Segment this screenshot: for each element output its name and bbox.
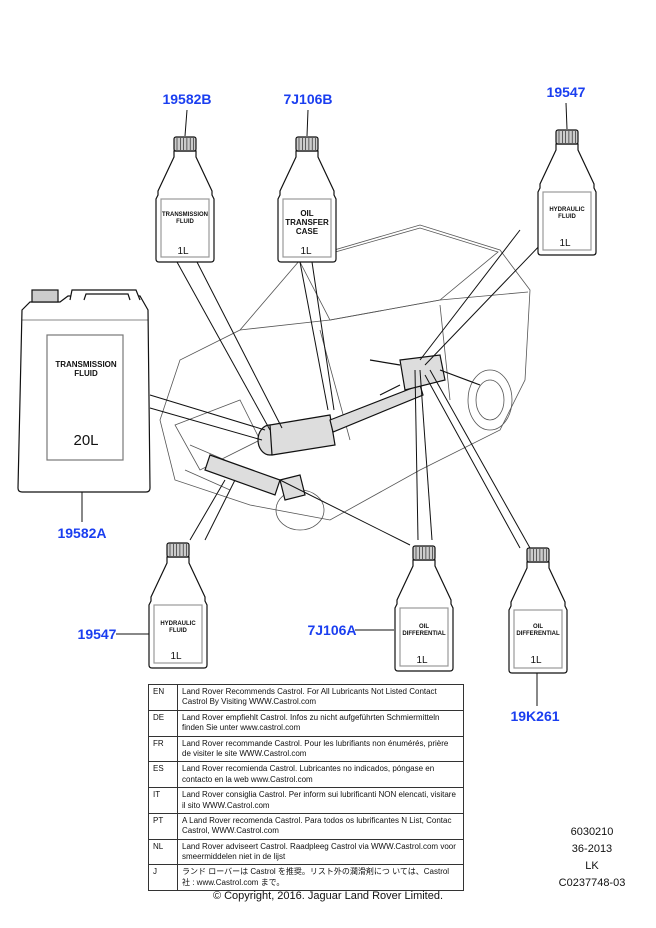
reference-id: C0237748-03 (558, 877, 626, 889)
part-number-7J106A[interactable]: 7J106A (307, 622, 357, 638)
note-text: Land Rover adviseert Castrol. Raadpleeg … (177, 838, 464, 866)
reference-initials: LK (585, 860, 599, 872)
bottle-volume: 1L (177, 246, 189, 257)
jug-19582A[interactable] (17, 289, 151, 493)
bottle-7J106B[interactable] (277, 136, 337, 263)
part-number-19K261[interactable]: 19K261 (510, 708, 560, 724)
part-number-19582A[interactable]: 19582A (57, 525, 107, 541)
vehicle-drawing (159, 224, 531, 531)
note-text: Land Rover consiglia Castrol. Per inform… (177, 787, 464, 814)
leader-lines (81, 102, 568, 706)
note-text: A Land Rover recomenda Castrol. Para tod… (177, 812, 464, 840)
note-language: FR (148, 735, 178, 763)
note-language: NL (148, 838, 178, 866)
note-language: DE (148, 709, 178, 737)
bottle-volume: 1L (416, 655, 428, 666)
jug-volume: 20L (73, 432, 99, 449)
note-text: Land Rover recomienda Castrol. Lubricant… (177, 761, 464, 789)
bottle-volume: 1L (300, 246, 312, 257)
reference-block: 6030210 36-2013 LK C0237748-03 (559, 824, 626, 892)
bottle-7J106A[interactable] (394, 545, 454, 672)
part-number-19547-bottom[interactable]: 19547 (77, 626, 117, 642)
part-number-7J106B[interactable]: 7J106B (283, 91, 333, 107)
bottle-volume: 1L (170, 651, 182, 662)
note-language: PT (148, 812, 178, 840)
reference-code: 6030210 (570, 826, 614, 838)
bottle-19582B[interactable] (155, 136, 215, 263)
note-language: ES (148, 761, 178, 789)
note-language: EN (148, 684, 178, 711)
part-number-19547-top[interactable]: 19547 (546, 84, 586, 100)
bottle-volume: 1L (559, 238, 571, 249)
drivetrain-drawing (204, 354, 481, 501)
bottle-19547-top[interactable] (537, 129, 597, 256)
note-language: J (148, 864, 178, 892)
bottle-19K261[interactable] (508, 547, 568, 674)
reference-date: 36-2013 (571, 843, 613, 855)
note-text: Land Rover Recommends Castrol. For All L… (177, 684, 464, 711)
bottle-19547-bottom[interactable] (148, 542, 208, 669)
note-text: Land Rover recommande Castrol. Pour les … (177, 735, 464, 763)
note-language: IT (148, 787, 178, 814)
part-number-19582B[interactable]: 19582B (162, 91, 212, 107)
copyright: © Copyright, 2016. Jaguar Land Rover Lim… (212, 890, 444, 902)
note-text: ランド ローバーは Castrol を推奨。リスト外の潤滑剤につ いては、Cas… (177, 864, 464, 892)
bottle-volume: 1L (530, 655, 542, 666)
note-text: Land Rover empfiehlt Castrol. Infos zu n… (177, 709, 464, 737)
